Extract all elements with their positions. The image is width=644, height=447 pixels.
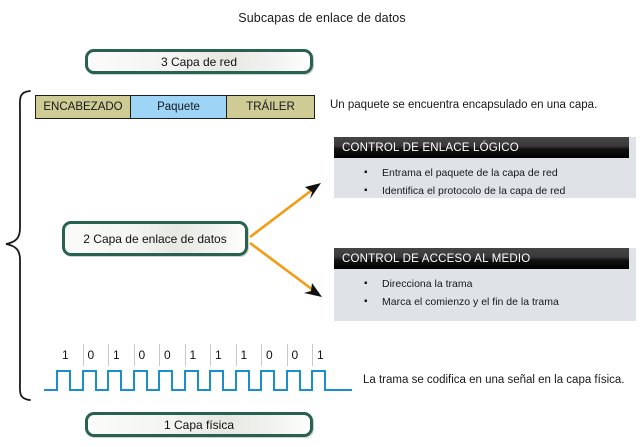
- arrow-to-mac: [249, 241, 322, 297]
- list-item: ▪ Direcciona la trama: [364, 275, 559, 293]
- bit-cell: 1: [312, 344, 338, 366]
- bit-cell: 0: [159, 344, 185, 366]
- packet-trailer-cell[interactable]: TRÁILER: [227, 95, 315, 119]
- bit-cell: 1: [184, 344, 211, 366]
- list-item-label: Direcciona la trama: [382, 278, 473, 290]
- bullet-icon: ▪: [364, 185, 368, 196]
- sublayer-llc-header: CONTROL DE ENLACE LÓGICO: [334, 137, 629, 158]
- scope-brace: [5, 90, 31, 401]
- sublayer-panel-mac[interactable]: CONTROL DE ACCESO AL MEDIO ▪ Direcciona …: [334, 248, 636, 321]
- note-encapsulation: Un paquete se encuentra encapsulado en u…: [330, 99, 598, 111]
- sublayer-llc-title: CONTROL DE ENLACE LÓGICO: [342, 141, 519, 154]
- bullet-icon: ▪: [364, 296, 368, 307]
- bit-sequence-row: 1 0 1 0 0 1 1 1 0 0 1: [57, 344, 338, 366]
- sublayer-mac-bullets: ▪ Direcciona la trama ▪ Marca el comienz…: [364, 275, 559, 311]
- layer-network-label: 3 Capa de red: [160, 54, 238, 69]
- bit-cell: 1: [108, 344, 134, 366]
- bit-cell: 0: [82, 344, 109, 366]
- sublayer-llc-bullets: ▪ Entrama el paquete de la capa de red ▪…: [364, 164, 565, 200]
- bullet-icon: ▪: [364, 167, 368, 178]
- sublayer-mac-header: CONTROL DE ACCESO AL MEDIO: [334, 248, 629, 269]
- layer-box-physical[interactable]: 1 Capa física: [85, 412, 313, 437]
- bit-cell: 1: [62, 348, 69, 362]
- square-wave-signal: [44, 370, 352, 391]
- packet-payload-label: Paquete: [157, 101, 200, 113]
- list-item: ▪ Identifica el protocolo de la capa de …: [364, 182, 565, 200]
- list-item-label: Identifica el protocolo de la capa de re…: [382, 185, 566, 197]
- layer-datalink-label: 2 Capa de enlace de datos: [83, 231, 227, 246]
- bit-cell: 0: [286, 344, 313, 366]
- packet-payload-cell[interactable]: Paquete: [131, 95, 227, 119]
- list-item-label: Marca el comienzo y el fin de la trama: [382, 296, 559, 308]
- layer-box-network[interactable]: 3 Capa de red: [85, 49, 313, 74]
- layer-box-datalink[interactable]: 2 Capa de enlace de datos: [62, 221, 248, 256]
- packet-header-label: ENCABEZADO: [43, 101, 123, 113]
- layer-physical-label: 1 Capa física: [163, 417, 235, 432]
- note-encoding: La trama se codifica en una señal en la …: [363, 374, 625, 386]
- bit-cell: 1: [210, 344, 236, 366]
- bit-cell: 0: [261, 344, 287, 366]
- list-item: ▪ Entrama el paquete de la capa de red: [364, 164, 565, 182]
- bullet-icon: ▪: [364, 278, 368, 289]
- list-item-label: Entrama el paquete de la capa de red: [382, 167, 558, 179]
- sublayer-panel-llc[interactable]: CONTROL DE ENLACE LÓGICO ▪ Entrama el pa…: [334, 137, 636, 198]
- packet-trailer-label: TRÁILER: [246, 101, 295, 113]
- list-item: ▪ Marca el comienzo y el fin de la trama: [364, 293, 559, 311]
- arrow-to-llc: [249, 183, 321, 239]
- bit-cell: 1: [235, 344, 262, 366]
- sublayer-mac-title: CONTROL DE ACCESO AL MEDIO: [342, 252, 531, 265]
- packet-header-cell[interactable]: ENCABEZADO: [35, 95, 131, 119]
- bit-cell: 0: [133, 344, 160, 366]
- packet-encapsulation-row: ENCABEZADO Paquete TRÁILER: [35, 95, 315, 119]
- page-title: Subcapas de enlace de datos: [238, 11, 406, 25]
